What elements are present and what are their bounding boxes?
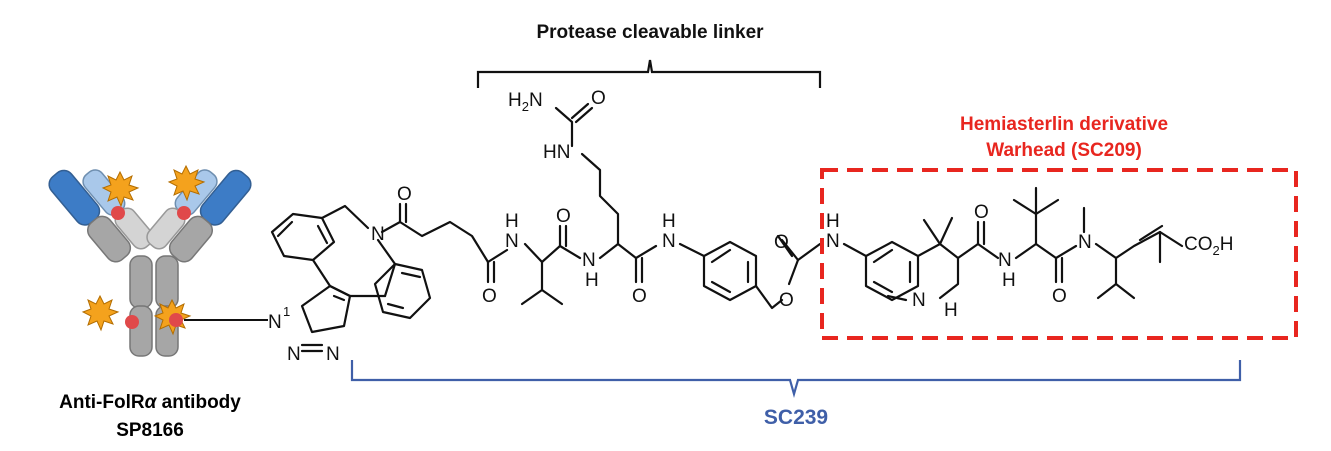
atom-n: N: [998, 250, 1012, 271]
warhead-title-line1: Hemiasterlin derivative: [960, 114, 1168, 135]
linker-bracket: [476, 59, 822, 88]
atom-o: O: [632, 286, 647, 307]
atom-o: O: [397, 184, 412, 205]
warhead-title-line2: Warhead (SC209): [986, 140, 1142, 161]
atom-h: H: [944, 300, 958, 321]
atom-o: O: [779, 290, 794, 311]
atom-o: O: [556, 206, 571, 227]
payload-star-icon: [81, 164, 206, 336]
atom-h: H: [662, 211, 676, 232]
atom-o: O: [591, 88, 606, 109]
atom-n: N: [912, 290, 926, 311]
atom-co2h: CO2H: [1184, 234, 1233, 258]
atom-o: O: [974, 202, 989, 223]
compound-label: SC239: [764, 406, 828, 429]
atom-o: O: [1052, 286, 1067, 307]
atom-nh: N: [505, 231, 519, 252]
atom-n: N: [662, 231, 676, 252]
atom-n: N: [287, 344, 301, 365]
atom-o: O: [482, 286, 497, 307]
antibody-name-line1: Anti-FolRα antibody: [59, 392, 241, 413]
antibody-illustration: [48, 164, 268, 357]
antibody-name-line2: SP8166: [116, 420, 184, 441]
atom-h: H: [826, 211, 840, 232]
atom-hn: HN: [543, 142, 570, 163]
atom-n: N: [326, 344, 340, 365]
chemical-structure: N 1 N N N O O N H O N H HN O H2N: [268, 88, 1233, 365]
atom-n: N: [371, 224, 385, 245]
atom-n: N: [826, 231, 840, 252]
atom-n: N: [268, 312, 282, 333]
atom-h2n: H2N: [508, 90, 543, 114]
compound-bracket: [350, 360, 1242, 399]
atom-o: O: [774, 232, 789, 253]
atom-label: 1: [283, 304, 290, 319]
atom-h: H: [585, 270, 599, 291]
atom-n: N: [1078, 232, 1092, 253]
warhead-box: [820, 168, 1298, 340]
conjugation-site-icon: [111, 206, 191, 329]
linker-title: Protease cleavable linker: [536, 22, 764, 43]
atom-n: N: [582, 250, 596, 271]
atom-h: H: [505, 211, 519, 232]
atom-h: H: [1002, 270, 1016, 291]
